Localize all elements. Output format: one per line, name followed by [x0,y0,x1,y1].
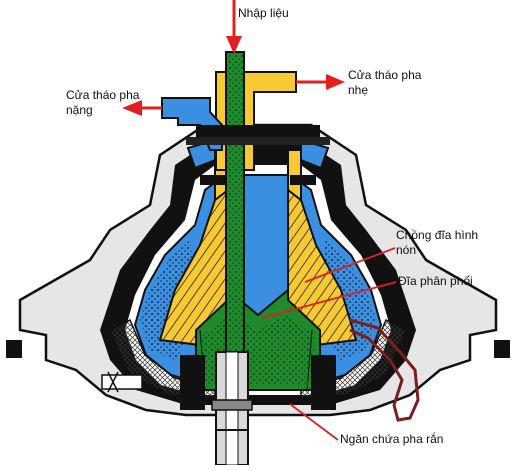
disc-stack-label-line2: nón [396,243,417,257]
disc-stack-label-line1: Chồng đĩa hình [396,228,479,242]
solids-chamber-leader [289,403,339,441]
disc-stack-leader [304,247,396,283]
feed-label: Nhập liệu [238,6,289,20]
light-phase-outlet-label-line1: Cửa tháo pha [348,68,422,82]
solids-chamber-label: Ngăn chứa pha rắn [340,432,444,446]
light-phase-arrow [296,74,345,90]
heavy-phase-outlet-label-line1: Cửa tháo pha [66,88,140,102]
feed-arrow [226,0,242,54]
distributor-leader [261,281,397,319]
solids-drain-tube [349,318,420,422]
heavy-phase-outlet-label-line2: nặng [66,103,93,117]
heavy-phase-arrow [122,100,162,116]
light-phase-outlet-label-line2: nhẹ [348,83,369,97]
distributor-label: Đĩa phân phối [398,274,473,288]
